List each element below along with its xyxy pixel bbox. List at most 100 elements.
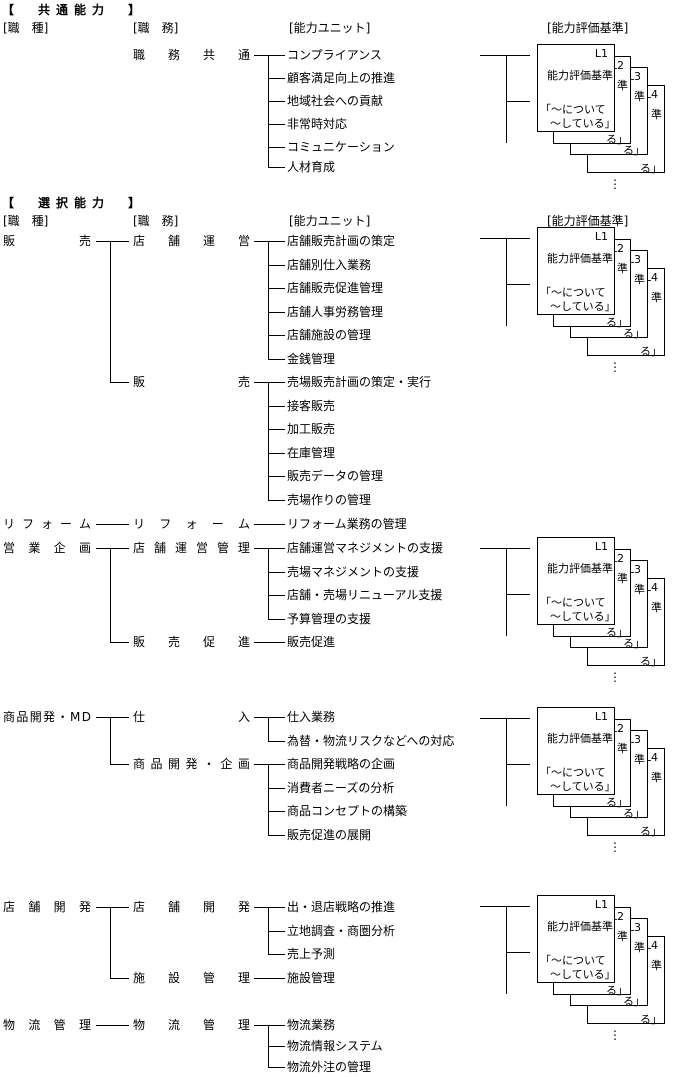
duty-label: 施設管理 <box>133 970 250 985</box>
connector-line <box>254 642 285 643</box>
job-type-label: 店舗開発 <box>3 900 91 914</box>
card-quote: 「～について <box>540 286 606 299</box>
header-criteria: [能力評価基準] <box>547 21 629 35</box>
connector-line <box>268 382 269 500</box>
card-title-peek: 準 <box>617 930 628 943</box>
connector-line <box>480 238 530 239</box>
unit-label: 物流外注の管理 <box>287 1060 372 1074</box>
unit-label: コンプライアンス <box>287 48 382 62</box>
connector-line <box>110 907 111 978</box>
unit-label: 店舗・売場リニューアル支援 <box>287 588 443 602</box>
header-job-type: [職 種] <box>3 214 49 228</box>
card-title-peek: 準 <box>617 742 628 755</box>
connector-line <box>480 548 530 549</box>
card-title-peek: 準 <box>617 79 628 92</box>
header-criteria: [能力評価基準] <box>547 214 629 228</box>
card-title: 能力評価基準 <box>547 920 613 933</box>
card-quote: ～している」 <box>550 610 616 623</box>
unit-label: 店舗販売計画の策定 <box>287 234 396 248</box>
level-label: L4 <box>644 939 658 952</box>
unit-label: 加工販売 <box>287 422 336 436</box>
level-label: L3 <box>627 921 641 934</box>
card-title-peek: 準 <box>651 108 662 121</box>
connector-line <box>506 101 530 102</box>
card-quote-peek: る」 <box>606 984 628 997</box>
unit-label: 立地調査・商圏分析 <box>287 923 396 938</box>
connector-line <box>268 335 285 336</box>
connector-line <box>506 238 507 326</box>
connector-line <box>96 548 129 549</box>
connector-line <box>506 55 507 143</box>
connector-line <box>268 452 285 454</box>
connector-line <box>110 382 129 383</box>
unit-label: 仕入業務 <box>287 710 336 724</box>
connector-line <box>110 241 111 382</box>
level-label: L1 <box>594 710 608 723</box>
connector-line <box>254 382 285 383</box>
card-title-peek: 準 <box>634 273 645 286</box>
level-label: L1 <box>594 540 608 553</box>
duty-label: 商品開発・企画 <box>133 757 250 771</box>
unit-label: 販売促進 <box>287 635 336 649</box>
connector-line <box>110 642 129 643</box>
connector-line <box>254 55 285 56</box>
section-title-selective: 【 選択能力 】 <box>2 196 147 210</box>
level-label: L4 <box>644 581 658 594</box>
connector-line <box>254 977 285 979</box>
connector-line <box>268 358 285 360</box>
card-title-peek: 準 <box>651 959 662 972</box>
header-job-type: [職 種] <box>3 21 49 35</box>
connector-line <box>268 717 269 741</box>
card-quote-peek: る」 <box>606 316 628 329</box>
level-label: L4 <box>644 751 658 764</box>
card-title: 能力評価基準 <box>547 69 613 82</box>
card-quote: ～している」 <box>550 117 616 130</box>
unit-label: リフォーム業務の管理 <box>287 517 407 531</box>
unit-label: 売上予測 <box>287 947 336 961</box>
duty-label: 店舗運営管理 <box>133 541 250 555</box>
connector-line <box>480 718 530 719</box>
job-type-label: 営業企画 <box>3 541 91 555</box>
header-unit: [能力ユニット] <box>289 21 371 35</box>
unit-label: 予算管理の支援 <box>287 611 372 626</box>
duty-label: 仕入 <box>133 710 250 724</box>
unit-label: 売場マネジメントの支援 <box>287 564 420 579</box>
connector-line <box>254 764 285 765</box>
connector-line <box>268 124 285 125</box>
job-type-label: 販売 <box>3 234 91 248</box>
connector-line <box>268 241 269 359</box>
unit-label: 店舗別仕入業務 <box>287 257 372 272</box>
duty-label: 販売促進 <box>133 635 250 649</box>
card-quote: ～している」 <box>550 780 616 793</box>
unit-label: コミュニケーション <box>287 140 395 154</box>
connector-line <box>480 55 530 56</box>
connector-line <box>254 717 285 718</box>
card-quote-peek: る」 <box>623 144 645 157</box>
unit-label: 地域社会への貢献 <box>287 94 384 108</box>
unit-label: 店舗施設の管理 <box>287 328 372 342</box>
unit-label: 販売促進の展開 <box>287 827 372 842</box>
connector-line <box>506 764 530 765</box>
level-label: L3 <box>627 70 641 83</box>
connector-line <box>268 571 285 573</box>
level-label: L1 <box>594 898 608 911</box>
connector-line <box>268 618 285 620</box>
connector-line <box>268 55 269 167</box>
card-quote: ～している」 <box>550 968 616 981</box>
connector-line <box>254 907 285 908</box>
unit-label: 顧客満足向上の推進 <box>287 71 396 85</box>
level-label: L3 <box>627 563 641 576</box>
connector-line <box>254 524 285 525</box>
card-title-peek: 準 <box>634 583 645 596</box>
duty-label: 販売 <box>133 375 250 389</box>
section-title-common: 【 共通能力 】 <box>2 3 147 17</box>
unit-label: 店舗販売促進管理 <box>287 281 384 295</box>
card-quote-peek: る」 <box>640 825 662 838</box>
unit-label: 非常時対応 <box>287 117 348 131</box>
connector-line <box>268 930 285 932</box>
unit-label: 金銭管理 <box>287 351 336 366</box>
connector-line <box>268 764 269 835</box>
